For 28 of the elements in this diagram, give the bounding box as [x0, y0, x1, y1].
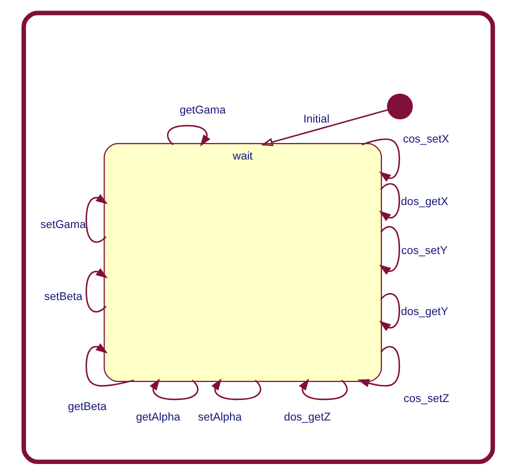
- edge-label: dos_getZ: [284, 412, 331, 424]
- edge-label: getGama: [180, 104, 226, 116]
- edge-label: setBeta: [44, 290, 82, 303]
- edge-label: cos_setY: [401, 244, 448, 257]
- arrow: [150, 378, 198, 400]
- edge-label: dos_getX: [400, 196, 448, 208]
- arrow: [260, 109, 388, 146]
- arrow: [362, 138, 400, 182]
- edge-label: cos_setX: [402, 133, 450, 146]
- edge-label: setAlpha: [198, 412, 242, 424]
- arrow: [86, 268, 108, 312]
- arrow: [86, 194, 108, 243]
- edge-label: getBeta: [68, 400, 107, 413]
- arrow: [379, 226, 400, 275]
- node-circle: [387, 94, 413, 120]
- cluster: [22, 10, 496, 464]
- arrow: [86, 343, 134, 387]
- arrow: [211, 378, 262, 400]
- arrow: [379, 293, 400, 332]
- arrow: [298, 378, 348, 400]
- arrow: [167, 124, 210, 146]
- edge-label: getAlpha: [136, 412, 180, 424]
- arrow: [379, 183, 400, 222]
- edge-label: Initial: [303, 114, 330, 126]
- arrow: [357, 346, 400, 388]
- edge-label: dos_getY: [400, 306, 448, 318]
- edge-label: setGama: [40, 219, 86, 232]
- edge-label: cos_setZ: [404, 393, 450, 406]
